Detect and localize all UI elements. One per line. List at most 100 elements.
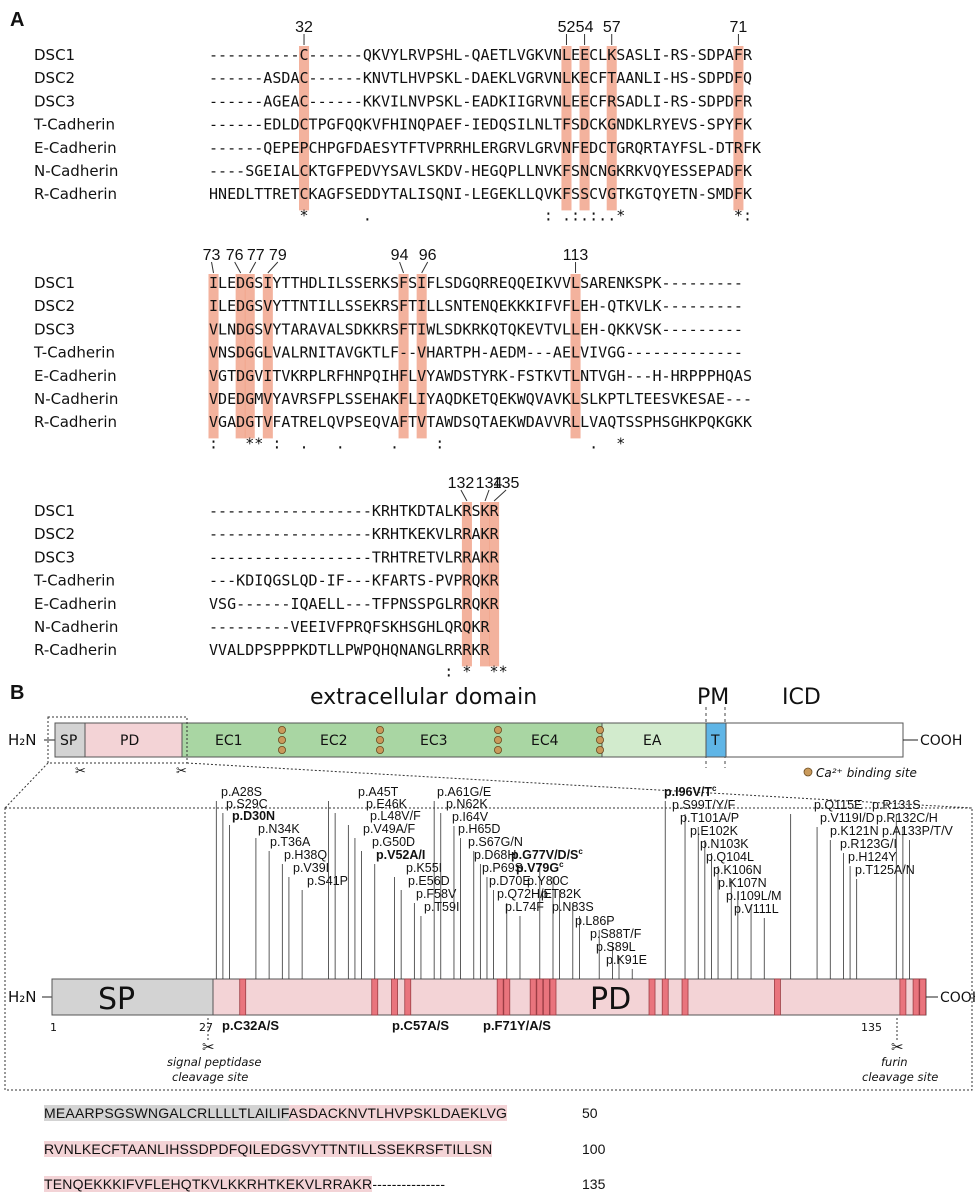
sequence-row: HNEDLTTRETCKAGFSEDDYTALISQNI-LEGEKLLQVKF… (209, 185, 752, 203)
detail-sp (51, 978, 214, 1016)
sequence-line-3-number: 135 (582, 1176, 606, 1192)
highlight-column (561, 46, 572, 211)
sequence-name: DSC3 (34, 320, 75, 338)
sequence-name: T-Cadherin (33, 116, 115, 134)
sequence-name: DSC3 (34, 92, 75, 110)
mutation-label: p.A133P/T/V (882, 824, 954, 838)
position-label: 71 (730, 19, 748, 36)
consensus-mark: * (245, 434, 254, 452)
mutation-labels: p.A28Sp.S29Cp.D30Np.N34Kp.T36Ap.H38Qp.V3… (215, 784, 954, 979)
consensus-mark: * (734, 206, 743, 224)
sequence-line-1: MEAARPSGSWNGALCRLLLLTLAILIFASDACKNVTLHVP… (44, 1105, 508, 1121)
signal-label-2: cleavage site (172, 1070, 248, 1084)
position-label: 52 (558, 19, 576, 36)
position-label: 113 (563, 247, 589, 264)
icd-label: ICD (782, 685, 821, 710)
highlight-column (489, 502, 500, 667)
mutation-label: p.I64V (452, 810, 489, 824)
position-leader (421, 261, 429, 274)
sequence-line-1-sp: MEAARPSGSWNGALCRLLLLTLAILIF (44, 1105, 289, 1121)
highlight-column (416, 274, 427, 439)
mutation-label: p.S89L (596, 940, 636, 954)
sequence-row: VSG------IQAELL---TFPNSSPGLRRQKR (209, 595, 500, 613)
position-label: 134 (476, 475, 503, 492)
highlight-column (398, 274, 409, 439)
mutation-label: p.R131S (872, 798, 921, 812)
sequence-row: VDEDGMVYAVRSFPLSSEHAKFLIYAQDKETQEKWQVAVK… (209, 390, 752, 408)
sequence-name: R-Cadherin (34, 413, 117, 431)
sequence-name: DSC2 (34, 69, 75, 87)
mutation-superscript: c (712, 784, 717, 793)
mutation-label: p.T36A (270, 835, 311, 849)
sequence-name: E-Cadherin (34, 367, 117, 385)
mutation-label: p.I109L/M (726, 889, 782, 903)
mutation-label: p.E46K (366, 797, 408, 811)
highlight-column (570, 274, 581, 439)
highlight-column (262, 274, 273, 439)
mutation-label: p.H124Y (848, 850, 897, 864)
sequence-row: VGADGTVFATRELQVPSEQVAFTVTAWDSQTAEKWDAVVR… (209, 413, 752, 431)
pm-label: PM (697, 685, 729, 710)
calcium-site (375, 726, 384, 735)
consensus-mark: . (562, 206, 571, 224)
scissors-icon: ✂ (176, 764, 187, 779)
sequence-line-2: RVNLKECFTAANLIHSSDPDFQILEDGSVYTTNTILLSSE… (44, 1141, 493, 1157)
mutation-mark (404, 978, 412, 1016)
mutation-label: p.S88T/F (590, 927, 642, 941)
mutation-mark (529, 978, 537, 1016)
calcium-binding-sites (277, 726, 605, 755)
mutation-label: p.A45T (358, 785, 399, 799)
highlight-column (606, 46, 617, 211)
mutation-label: p.F58V (416, 887, 457, 901)
calcium-site (596, 736, 605, 745)
position-label: 132 (448, 475, 475, 492)
consensus-mark: . (390, 434, 399, 452)
mutation-label: p.R132C/H (876, 811, 938, 825)
mutation-label: p.Q104L (706, 850, 754, 864)
calcium-site (375, 746, 384, 755)
mutation-label: p.L74F (505, 900, 544, 914)
sequence-row: ------AGEAC------KKVILNVPSKL-EADKIIGRVNL… (209, 92, 753, 110)
calcium-site (596, 746, 605, 755)
mutation-label: p.K107N (718, 876, 767, 890)
sequence-row: ------------------KRHTKEKVLRRAKR (209, 525, 500, 543)
sequence-name: DSC2 (34, 525, 75, 543)
mutation-label: p.K106N (713, 863, 762, 877)
mutation-mark (549, 978, 557, 1016)
sequence-name: R-Cadherin (34, 185, 117, 203)
mutation-label: p.P69S (482, 861, 523, 875)
panel-a-label: A (10, 9, 24, 31)
consensus-mark: : (435, 434, 444, 452)
mutation-label: p.V39I (293, 861, 329, 875)
top-n-term: H₂N (8, 731, 37, 749)
sequence-name: N-Cadherin (34, 390, 118, 408)
mutation-label: p.A61G/E (437, 785, 491, 799)
consensus-mark: . (598, 206, 607, 224)
mutation-label: p.N34K (258, 822, 300, 836)
mutation-superscript: c (578, 847, 583, 856)
highlight-column (244, 274, 255, 439)
sequence-name: DSC1 (34, 502, 75, 520)
mutation-label: p.S41P (307, 874, 348, 888)
position-label: 73 (203, 247, 221, 264)
sequence-name: R-Cadherin (34, 641, 117, 659)
mutation-superscript: c (559, 860, 564, 869)
highlight-column (461, 502, 472, 667)
consensus-mark: . (336, 434, 345, 452)
mutation-label: p.V111L (734, 902, 779, 916)
sequence-row: ILEDGSVYTTNTILLSSEKRSFTILLSNTENQEKKKIFVF… (209, 297, 743, 315)
mutation-label: p.G50D (372, 835, 415, 849)
detail-pd (212, 978, 927, 1016)
mutation-label: p.R123G/I (840, 837, 897, 851)
top-tm-label: T (710, 733, 720, 749)
consensus-mark: : (209, 434, 218, 452)
position-leader (234, 261, 242, 274)
consensus-mark: : (544, 206, 553, 224)
mutation-label: p.L86P (575, 914, 615, 928)
mutation-label: p.K91E (606, 953, 647, 967)
panel-b-label: B (10, 682, 24, 704)
ca-legend-label: Ca²⁺ binding site (816, 766, 917, 780)
consensus-mark: * (462, 662, 471, 680)
top-ec4-label: EC4 (531, 733, 559, 749)
